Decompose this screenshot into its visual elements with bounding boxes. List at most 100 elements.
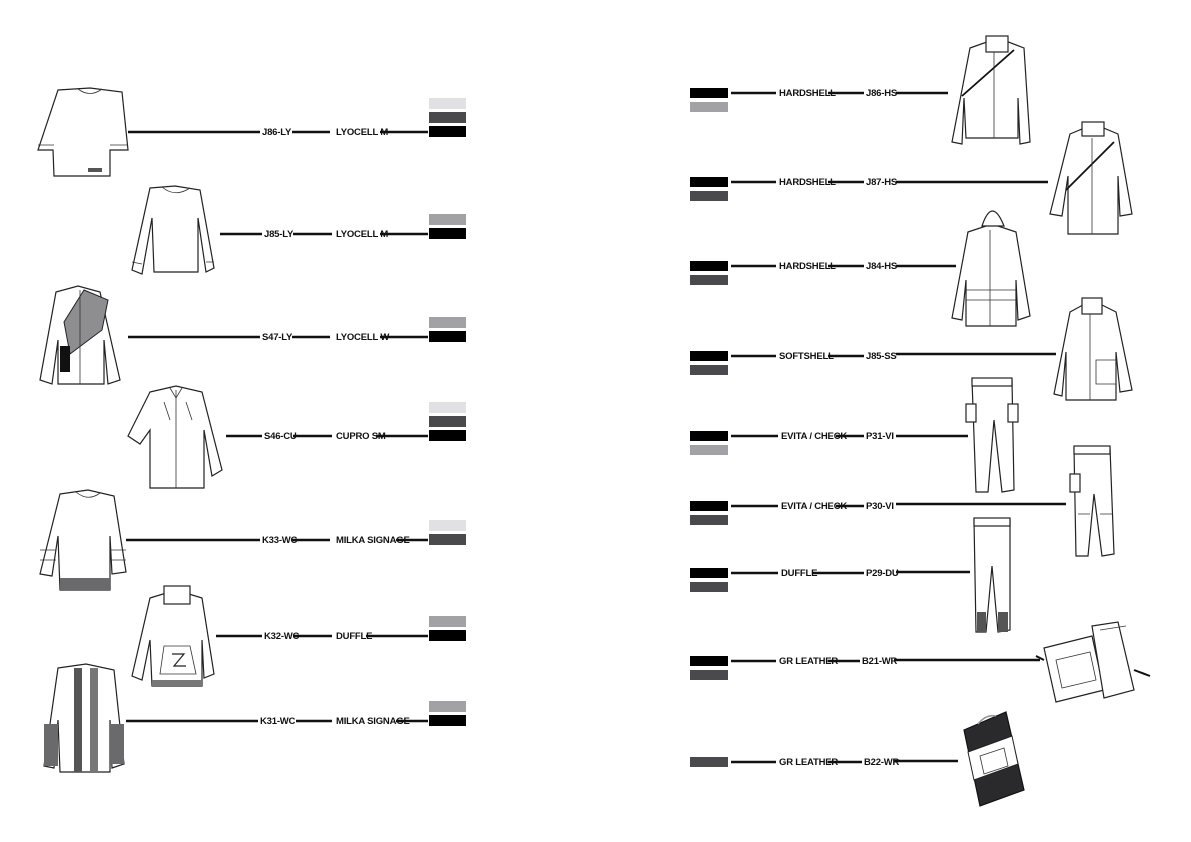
swatch [690,656,728,666]
swatch [429,214,466,225]
material-label: HARDSHELL [779,88,836,99]
style-code: K32-WC [264,631,300,642]
style-code: B22-WR [864,757,900,768]
material-label: EVITA / CHECK [781,431,847,442]
style-code: J85-LY [264,229,294,240]
jacket-sketch [951,35,1031,145]
style-code: J86-LY [262,127,292,138]
swatch [429,616,466,627]
material-label: LYOCELL M [336,229,388,240]
left-row-2: S47-LY LYOCELL W [39,285,466,385]
right-page: HARDSHELL J86-HS HARDSHELL J87-HS [690,35,1151,807]
swatch [690,365,728,375]
swatch [429,331,466,342]
right-row-7: GR LEATHER B21-WR [690,621,1151,703]
style-code: J87-HS [866,177,897,188]
left-row-0: J86-LY LYOCELL M [37,87,466,177]
swatch [429,701,466,712]
cargo-trousers-sketch [965,377,1019,493]
swatch [690,261,728,271]
material-label: DUFFLE [781,568,817,579]
style-code: J85-SS [866,351,897,362]
style-code: K31-WC [260,716,296,727]
backpack-sketch [1035,621,1151,703]
right-row-4: EVITA / CHECK P31-VI [690,377,1019,493]
material-label: LYOCELL W [336,332,389,343]
style-code: J86-HS [866,88,897,99]
style-code: K33-WC [262,535,298,546]
style-code: P29-DU [866,568,899,579]
hooded-parka-sketch [951,210,1031,327]
material-label: LYOCELL M [336,127,388,138]
style-code: P31-VI [866,431,894,442]
cargo-trousers-sketch [1069,445,1115,557]
material-label: MILKA SIGNAGE [336,716,410,727]
left-row-6: K31-WC MILKA SIGNAGE [43,663,466,773]
swatch [429,430,466,441]
oversized-tshirt-sketch [37,87,129,177]
right-row-0: HARDSHELL J86-HS [690,35,1031,145]
swatch [429,520,466,531]
shirt-sketch [127,385,223,489]
material-label: SOFTSHELL [779,351,834,362]
swatch [429,228,466,239]
left-row-3: S46-CU CUPRO SM [127,385,466,489]
swatch [429,630,466,641]
softshell-jacket-sketch [1053,297,1133,401]
swatch [690,501,728,511]
swatch [690,582,728,592]
right-row-1: HARDSHELL J87-HS [690,121,1133,235]
swatch [690,191,728,201]
left-row-5: K32-WC DUFFLE [131,585,466,687]
long-jacket-sketch [1049,121,1133,235]
material-label: CUPRO SM [336,431,386,442]
right-row-5: EVITA / CHECK P30-VI [690,445,1115,557]
strap-shirt-sketch [39,285,121,385]
trousers-sketch [973,517,1011,633]
right-row-3: SOFTSHELL J85-SS [690,297,1133,401]
left-row-4: K33-WC MILKA SIGNAGE [39,489,466,591]
style-code: B21-WR [862,656,898,667]
swatch [690,351,728,361]
swatch [690,568,728,578]
material-label: HARDSHELL [779,177,836,188]
swatch [690,670,728,680]
swatch [429,126,466,137]
right-row-8: GR LEATHER B22-WR [690,711,1025,807]
material-label: GR LEATHER [779,757,838,768]
material-label: HARDSHELL [779,261,836,272]
swatch [690,431,728,441]
swatch [690,515,728,525]
swatch [429,112,466,123]
swatch [690,177,728,187]
swatch [690,445,728,455]
left-row-1: J85-LY LYOCELL M [131,185,466,275]
style-code: S46-CU [264,431,297,442]
style-code: P30-VI [866,501,894,512]
swatch [429,534,466,545]
cardigan-sketch [43,663,125,773]
swatch [429,402,466,413]
material-label: MILKA SIGNAGE [336,535,410,546]
bag-sketch [963,711,1025,807]
knit-sweater-sketch [39,489,127,591]
swatch [429,715,466,726]
swatch [429,416,466,427]
longsleeve-tee-sketch [131,185,215,275]
material-label: EVITA / CHECK [781,501,847,512]
style-code: J84-HS [866,261,897,272]
swatch [429,98,466,109]
material-label: GR LEATHER [779,656,838,667]
left-page: J86-LY LYOCELL M J85-LY LYOCELL M [37,87,466,773]
style-code: S47-LY [262,332,293,343]
swatch [690,102,728,112]
swatch [690,88,728,98]
material-label: DUFFLE [336,631,372,642]
right-row-6: DUFFLE P29-DU [690,517,1011,633]
swatch [429,317,466,328]
hooded-pullover-sketch [131,585,215,687]
swatch [690,757,728,767]
swatch [690,275,728,285]
right-row-2: HARDSHELL J84-HS [690,210,1031,327]
